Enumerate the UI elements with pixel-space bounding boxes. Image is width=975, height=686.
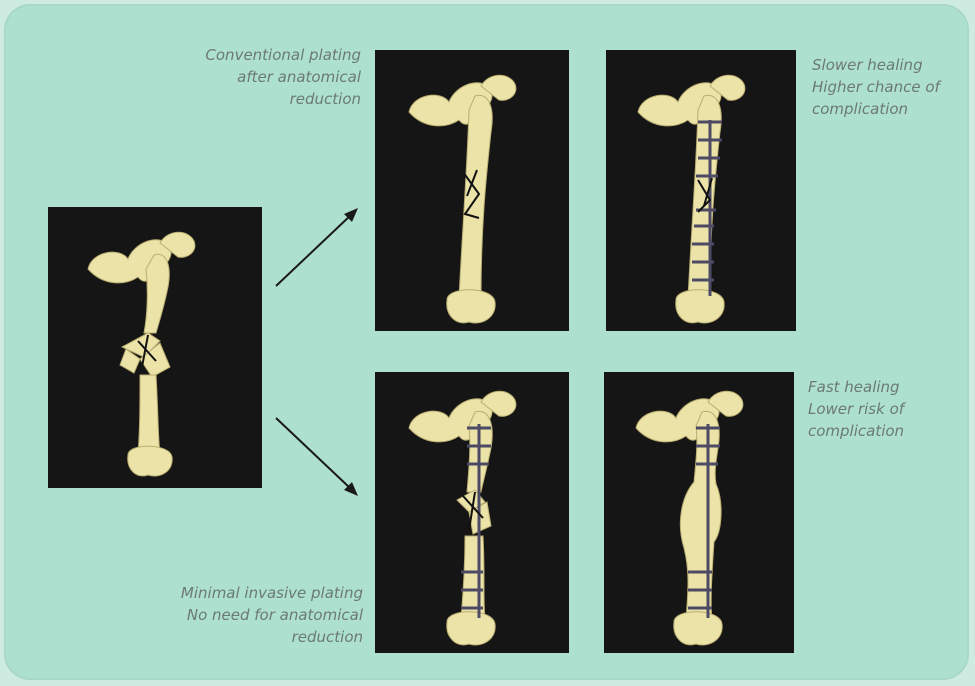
panel-minimal-invasive-plate bbox=[375, 372, 569, 653]
panel-fractured-femur bbox=[48, 207, 262, 488]
caption-line: reduction bbox=[150, 88, 361, 110]
caption-line: complication bbox=[808, 420, 968, 442]
caption-slower-healing: Slower healing Higher chance of complica… bbox=[812, 54, 972, 120]
caption-line: Conventional plating bbox=[150, 44, 361, 66]
caption-fast-healing: Fast healing Lower risk of complication bbox=[808, 376, 968, 442]
femur-anatomical-reduction-image bbox=[375, 50, 569, 331]
caption-line: after anatomical bbox=[150, 66, 361, 88]
caption-line: reduction bbox=[110, 626, 363, 648]
panel-conventional-reduction bbox=[375, 50, 569, 331]
caption-line: Slower healing bbox=[812, 54, 972, 76]
panel-conventional-plate bbox=[606, 50, 796, 331]
femur-healed-callus-image bbox=[604, 372, 794, 653]
caption-line: Higher chance of bbox=[812, 76, 972, 98]
caption-line: complication bbox=[812, 98, 972, 120]
femur-minimal-invasive-plate-image bbox=[375, 372, 569, 653]
panel-healed-femur bbox=[604, 372, 794, 653]
caption-line: Fast healing bbox=[808, 376, 968, 398]
caption-line: Lower risk of bbox=[808, 398, 968, 420]
fractured-femur-image bbox=[48, 207, 262, 488]
arrow-down-right bbox=[270, 410, 370, 510]
caption-line: No need for anatomical bbox=[110, 604, 363, 626]
arrow-up-right bbox=[270, 200, 370, 300]
femur-conventional-plate-image bbox=[606, 50, 796, 331]
caption-conventional-plating: Conventional plating after anatomical re… bbox=[150, 44, 361, 110]
caption-minimal-invasive: Minimal invasive plating No need for ana… bbox=[110, 582, 363, 648]
caption-line: Minimal invasive plating bbox=[110, 582, 363, 604]
